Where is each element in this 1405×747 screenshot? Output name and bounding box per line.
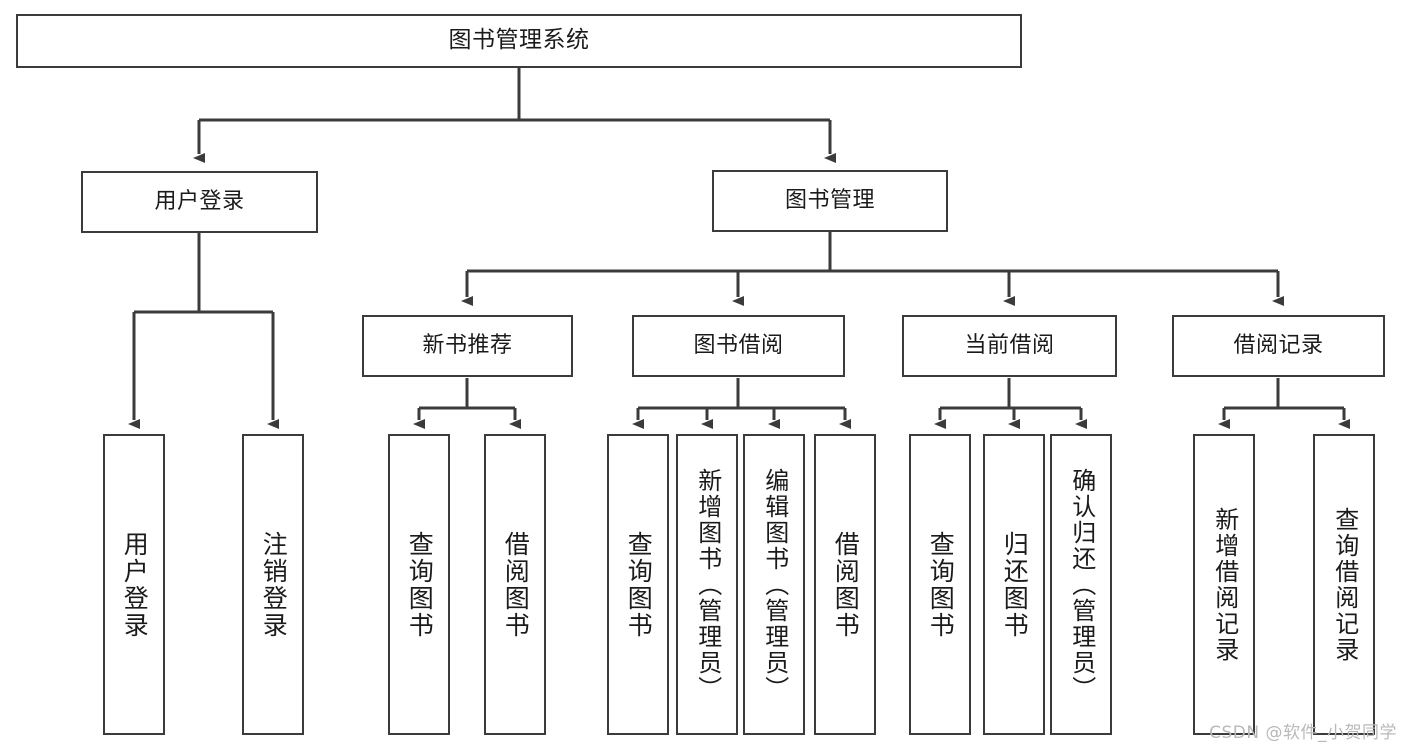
node-leaf-confirm-return-label: 确认归还（管理员） [1067, 467, 1096, 702]
node-leaf-edit-book[interactable]: 编辑图书（管理员） [743, 434, 805, 735]
node-leaf-query-book-3-label: 查询图书 [926, 530, 956, 639]
node-leaf-user-login-label: 用户登录 [120, 530, 150, 639]
node-new-book-recommend[interactable]: 新书推荐 [362, 315, 573, 377]
node-leaf-return-book[interactable]: 归还图书 [983, 434, 1045, 735]
node-current-borrow[interactable]: 当前借阅 [902, 315, 1117, 377]
node-leaf-query-record-label: 查询借阅记录 [1330, 506, 1359, 663]
node-leaf-logout-label: 注销登录 [259, 530, 289, 639]
node-leaf-borrow-book-2-label: 借阅图书 [831, 530, 861, 639]
node-leaf-add-record-label: 新增借阅记录 [1210, 506, 1239, 663]
node-leaf-add-book-label: 新增图书（管理员） [693, 467, 722, 702]
node-leaf-add-book[interactable]: 新增图书（管理员） [676, 434, 738, 735]
node-leaf-add-record[interactable]: 新增借阅记录 [1193, 434, 1255, 735]
node-leaf-query-book-2-label: 查询图书 [624, 530, 654, 639]
node-root-label: 图书管理系统 [448, 27, 590, 54]
node-root[interactable]: 图书管理系统 [16, 14, 1022, 68]
node-leaf-return-book-label: 归还图书 [1000, 530, 1030, 639]
node-leaf-borrow-book-1-label: 借阅图书 [501, 530, 531, 639]
node-borrow-record-label: 借阅记录 [1233, 333, 1324, 359]
node-leaf-logout[interactable]: 注销登录 [242, 434, 304, 735]
node-leaf-user-login[interactable]: 用户登录 [103, 434, 165, 735]
watermark: CSDN @软件_小贺同学 [1209, 723, 1397, 743]
node-leaf-query-book-1[interactable]: 查询图书 [388, 434, 450, 735]
node-leaf-query-book-3[interactable]: 查询图书 [909, 434, 971, 735]
node-leaf-query-book-1-label: 查询图书 [405, 530, 435, 639]
node-user-login-label: 用户登录 [154, 189, 245, 215]
node-book-manage-label: 图书管理 [784, 188, 875, 214]
node-book-borrow-label: 图书借阅 [693, 333, 784, 359]
node-leaf-borrow-book-2[interactable]: 借阅图书 [814, 434, 876, 735]
node-book-manage[interactable]: 图书管理 [712, 170, 948, 232]
node-leaf-query-book-2[interactable]: 查询图书 [607, 434, 669, 735]
node-leaf-borrow-book-1[interactable]: 借阅图书 [484, 434, 546, 735]
node-leaf-edit-book-label: 编辑图书（管理员） [760, 467, 789, 702]
node-new-book-recommend-label: 新书推荐 [422, 333, 513, 359]
node-leaf-confirm-return[interactable]: 确认归还（管理员） [1050, 434, 1112, 735]
node-current-borrow-label: 当前借阅 [964, 333, 1055, 359]
node-book-borrow[interactable]: 图书借阅 [632, 315, 845, 377]
node-borrow-record[interactable]: 借阅记录 [1172, 315, 1385, 377]
node-leaf-query-record[interactable]: 查询借阅记录 [1313, 434, 1375, 735]
node-user-login[interactable]: 用户登录 [81, 171, 318, 233]
